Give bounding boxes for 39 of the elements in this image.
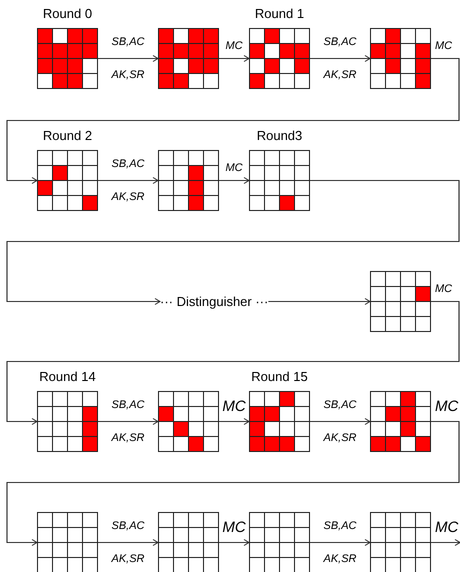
arrow <box>6 420 460 546</box>
arrow <box>6 180 460 305</box>
arrow <box>6 58 460 184</box>
edge-label: MC <box>221 518 247 536</box>
arrow <box>98 177 158 184</box>
edge-label: SB,AC AK,SR <box>322 34 358 82</box>
edge-label: SB,AC AK,SR <box>110 398 146 446</box>
edge-label: SB,AC AK,SR <box>110 518 146 566</box>
edge-label: MC <box>435 398 458 416</box>
round-label: Round 1 <box>254 6 306 22</box>
edge-label: MC <box>224 38 244 52</box>
round-label: Round 14 <box>38 369 97 385</box>
arrow <box>6 300 460 425</box>
arrow <box>219 418 250 425</box>
edge-label: MC <box>435 282 452 296</box>
edge-label: MC <box>221 398 247 416</box>
arrow <box>431 539 460 546</box>
edge-label: SB,AC AK,SR <box>322 518 358 566</box>
edge-label: SB,AC AK,SR <box>110 156 146 204</box>
arrow <box>98 539 158 546</box>
arrow <box>310 418 370 425</box>
edge-label: SB,AC AK,SR <box>110 34 146 82</box>
arrow <box>268 298 370 305</box>
arrow <box>310 539 370 546</box>
edge-label: MC <box>435 38 452 52</box>
edge-label: SB,AC AK,SR <box>322 398 358 446</box>
edge-label: MC <box>224 160 244 174</box>
arrow <box>310 55 370 62</box>
arrow <box>219 539 250 546</box>
arrow <box>98 418 158 425</box>
arrow <box>98 55 158 62</box>
round-label: Round 15 <box>250 369 309 385</box>
round-label: Round3 <box>256 128 304 144</box>
arrow <box>219 55 250 62</box>
round-label: Round 2 <box>42 128 94 144</box>
distinguisher-label: ··· Distinguisher ··· <box>160 294 268 310</box>
round-label: Round 0 <box>42 6 94 22</box>
edge-label: MC <box>435 518 458 536</box>
arrow <box>219 177 250 184</box>
